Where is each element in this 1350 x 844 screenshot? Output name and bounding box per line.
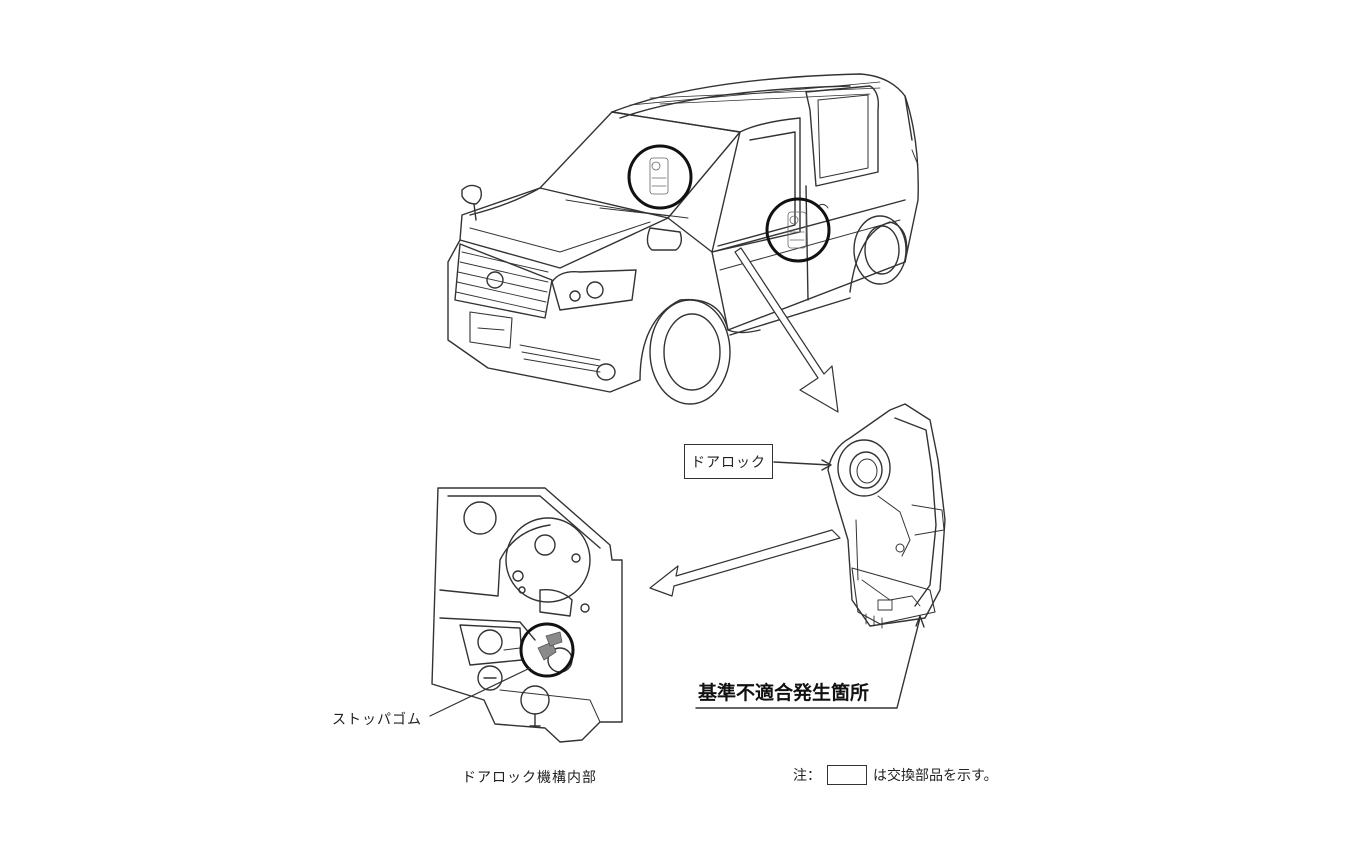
vehicle-drawing — [447, 73, 919, 405]
replacement-note: 注： は交換部品を示す。 — [793, 765, 998, 785]
nonconformity-location-label: 基準不適合発生箇所 — [698, 682, 870, 704]
door-lock-label-box: ドアロック — [684, 444, 773, 479]
highlight-circle-front-lock — [627, 144, 693, 210]
note-prefix: 注： — [793, 768, 821, 784]
note-suffix: は交換部品を示す。 — [873, 768, 998, 784]
door-lock-label: ドアロック — [691, 454, 766, 471]
stopper-leader-line — [429, 667, 531, 717]
stopper-rubber-part — [537, 641, 557, 661]
highlight-circle-stopper — [519, 622, 575, 678]
hollow-arrow-to-interior — [649, 529, 841, 597]
interior-caption: ドアロック機構内部 — [462, 770, 597, 786]
door-lock-assembly-drawing — [827, 403, 946, 629]
nonconformity-leader-line — [695, 617, 921, 709]
hollow-arrow-to-lock — [734, 247, 839, 413]
note-legend-box — [827, 765, 867, 785]
door-lock-interior-drawing — [431, 487, 623, 743]
door-lock-leader-line — [773, 461, 831, 466]
highlight-circle-rear-lock — [765, 197, 831, 263]
stopper-rubber-label: ストッパゴム — [332, 712, 422, 728]
